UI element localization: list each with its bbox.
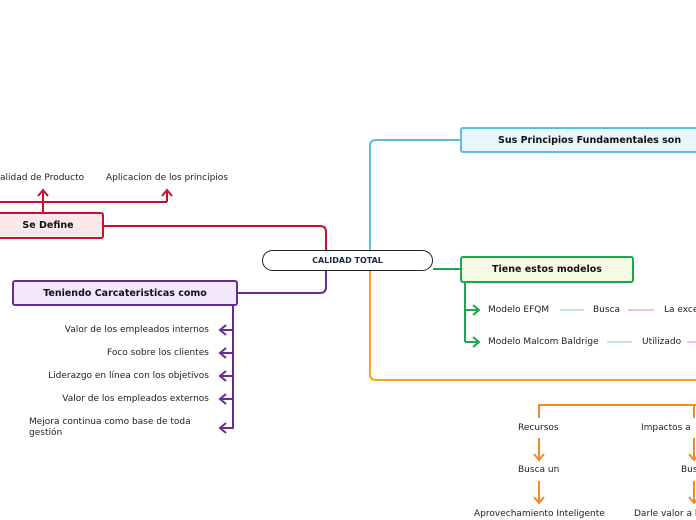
relation-bus[interactable]: Bus [681,465,696,475]
subtopic-darle-valor[interactable]: Darle valor a l [634,509,696,519]
arrow-item-3 [218,370,233,382]
central-topic[interactable]: CALIDAD TOTAL [262,250,433,271]
subtopic-modelo-baldrige[interactable]: Modelo Malcom Baldrige [488,337,599,347]
arrow-bus-darle [688,481,696,505]
relation-utilizado[interactable]: Utilizado [642,337,682,347]
relation-busca-un[interactable]: Busca un [518,465,560,475]
subtopic-modelo-efqm[interactable]: Modelo EFQM [488,305,550,315]
topic-define-label: Se Define [22,220,74,231]
subtopic-empleados-externos[interactable]: Valor de los empleados externos [62,394,209,404]
subtopic-aprovechamiento[interactable]: Aprovechamiento Inteligente [474,509,605,519]
subtopic-aplicacion-principios[interactable]: Aplicacion de los principios [106,173,228,183]
arrow-busca-aprovechamiento [533,481,545,505]
topic-define[interactable]: Se Define [0,212,104,239]
subtopic-empleados-internos[interactable]: Valor de los empleados internos [64,325,209,335]
arrow-item-5 [218,422,233,434]
central-topic-label: CALIDAD TOTAL [312,256,383,265]
arrow-define-producto [37,188,49,202]
arrow-item-2 [218,347,233,359]
topic-principios[interactable]: Sus Principios Fundamentales son [460,127,696,153]
subtopic-calidad-producto[interactable]: alidad de Producto [0,173,85,183]
arrow-recursos-busca [533,438,545,462]
subtopic-foco-clientes[interactable]: Foco sobre los clientes [107,348,209,358]
relation-busca[interactable]: Busca [593,305,621,315]
topic-principios-label: Sus Principios Fundamentales son [498,134,682,146]
line-central-to-define [104,225,327,254]
arrow-define-aplicacion [161,188,173,202]
arrow-impactos-bus [688,438,696,462]
line-orange-split [538,404,696,418]
subtopic-mejora-continua[interactable]: Mejora continua como base de toda gestió… [29,417,191,438]
topic-caracteristicas[interactable]: Teniendo Carcateristicas como [12,280,238,306]
arrow-item-4 [218,393,233,405]
topic-modelos[interactable]: Tiene estos modelos [460,256,634,283]
subtopic-recursos[interactable]: Recursos [518,423,559,433]
arrow-baldrige [465,336,481,348]
line-central-to-orange [369,271,696,381]
subtopic-liderazgo[interactable]: Liderazgo en línea con los objetivos [48,371,209,381]
arrow-item-1 [218,324,233,336]
line-central-to-caracteristicas [238,270,327,294]
arrow-efqm [465,304,481,316]
topic-modelos-label: Tiene estos modelos [492,264,602,275]
subtopic-la-excelencia[interactable]: La exce [664,305,696,315]
line-central-to-principios [369,139,460,250]
topic-caracteristicas-label: Teniendo Carcateristicas como [43,287,207,299]
subtopic-impactos[interactable]: Impactos a [641,423,691,433]
